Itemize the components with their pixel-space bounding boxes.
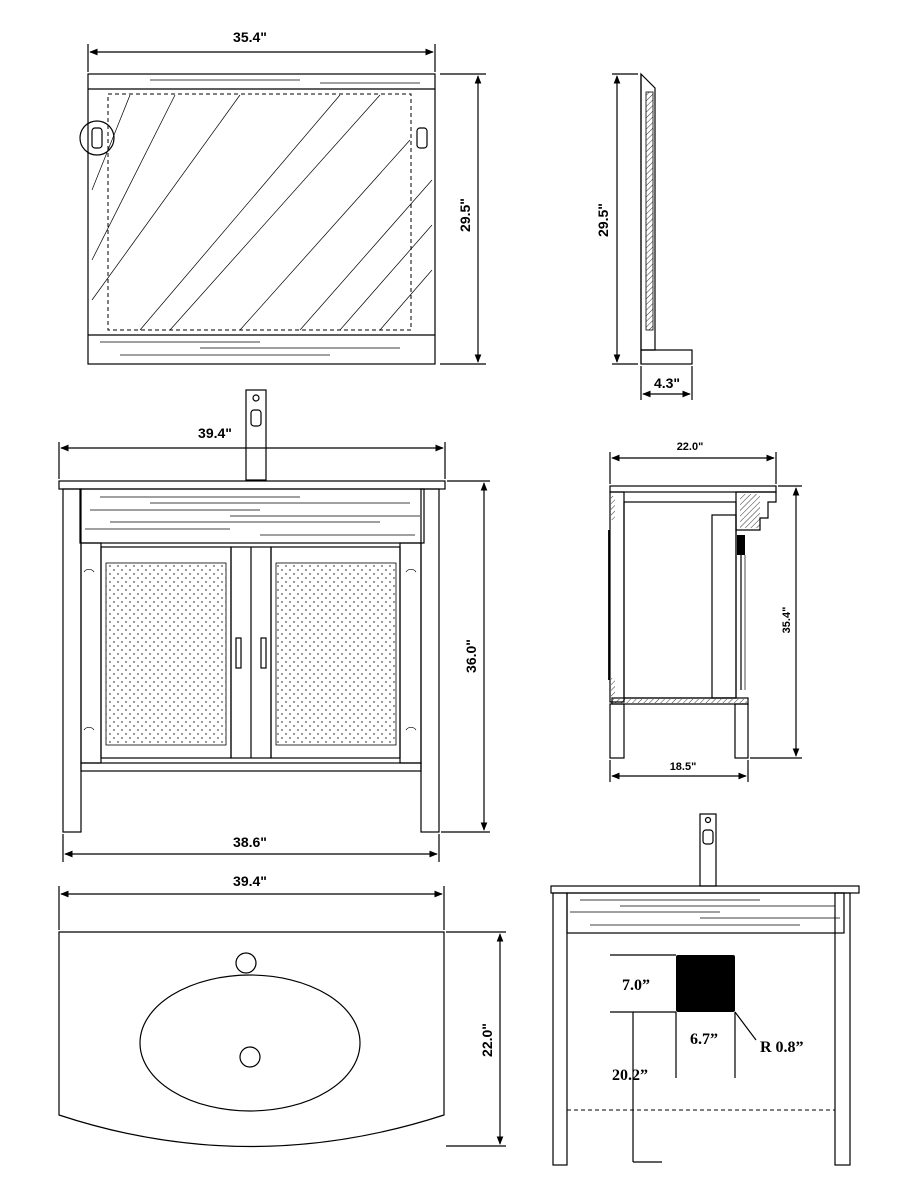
sink-depth-label: 22.0" (479, 1023, 495, 1057)
plumbing-view: 7.0” 6.7” R 0.8” 20.2” (550, 813, 860, 1166)
handle-right-icon (260, 637, 267, 669)
side-countertop (609, 485, 777, 493)
cabinet-height-label: 36.0" (463, 639, 479, 673)
mirror-width-label: 35.4" (233, 29, 267, 45)
sink-width-label: 39.4" (233, 873, 267, 889)
mirror-side-height-label: 29.5" (595, 203, 611, 237)
front-leg-left (62, 488, 82, 833)
mirror-depth-label: 4.3" (654, 375, 680, 391)
sink-bowl (139, 974, 361, 1112)
mirror-glass-outline (107, 93, 412, 331)
wall-opening (676, 955, 735, 1012)
side-height-label: 35.4" (781, 607, 793, 634)
faucet (245, 389, 267, 481)
plumb-countertop (550, 885, 860, 894)
cabinet-apron (79, 488, 425, 544)
corner-radius-label: R 0.8” (760, 1039, 804, 1056)
mirror-frame (87, 73, 436, 365)
opening-width-label: 6.7” (690, 1031, 718, 1048)
cabinet-side-view: 22.0" 35.4" 18.5" (608, 441, 802, 782)
side-top-depth-label: 22.0" (677, 441, 704, 453)
plumb-leg-right (834, 892, 851, 1166)
side-leg-front (609, 703, 625, 759)
drain-hole (239, 1046, 261, 1068)
plumb-leg-left (552, 892, 568, 1166)
bracket-left-icon (91, 127, 103, 149)
faucet-hole (235, 952, 257, 974)
mirror-front-view: 35.4" 29.5" (79, 29, 486, 365)
drain-height-label: 20.2” (612, 1067, 648, 1084)
mirror-side-view: 29.5" 4.3" (595, 72, 693, 400)
side-leg-back (734, 703, 749, 759)
countertop (58, 480, 446, 490)
opening-height-label: 7.0” (622, 977, 650, 994)
glass-reflection-lines (91, 94, 433, 331)
sink-top-view: 39.4" 22.0" (58, 873, 506, 1148)
mirror-height-label: 29.5" (457, 198, 473, 232)
side-base-depth-label: 18.5" (670, 761, 697, 773)
cabinet-top-width-label: 39.4" (198, 425, 232, 441)
bracket-detail-circle (79, 120, 115, 156)
mirror-ledge (640, 349, 693, 365)
bracket-right-icon (416, 127, 428, 149)
plumb-faucet (699, 813, 717, 887)
handle-left-icon (235, 637, 242, 669)
cabinet-base-width-label: 38.6" (233, 834, 267, 850)
countertop-outline (58, 931, 445, 1148)
cabinet-front-view: 39.4" 36.0" 38.6" (58, 389, 490, 862)
